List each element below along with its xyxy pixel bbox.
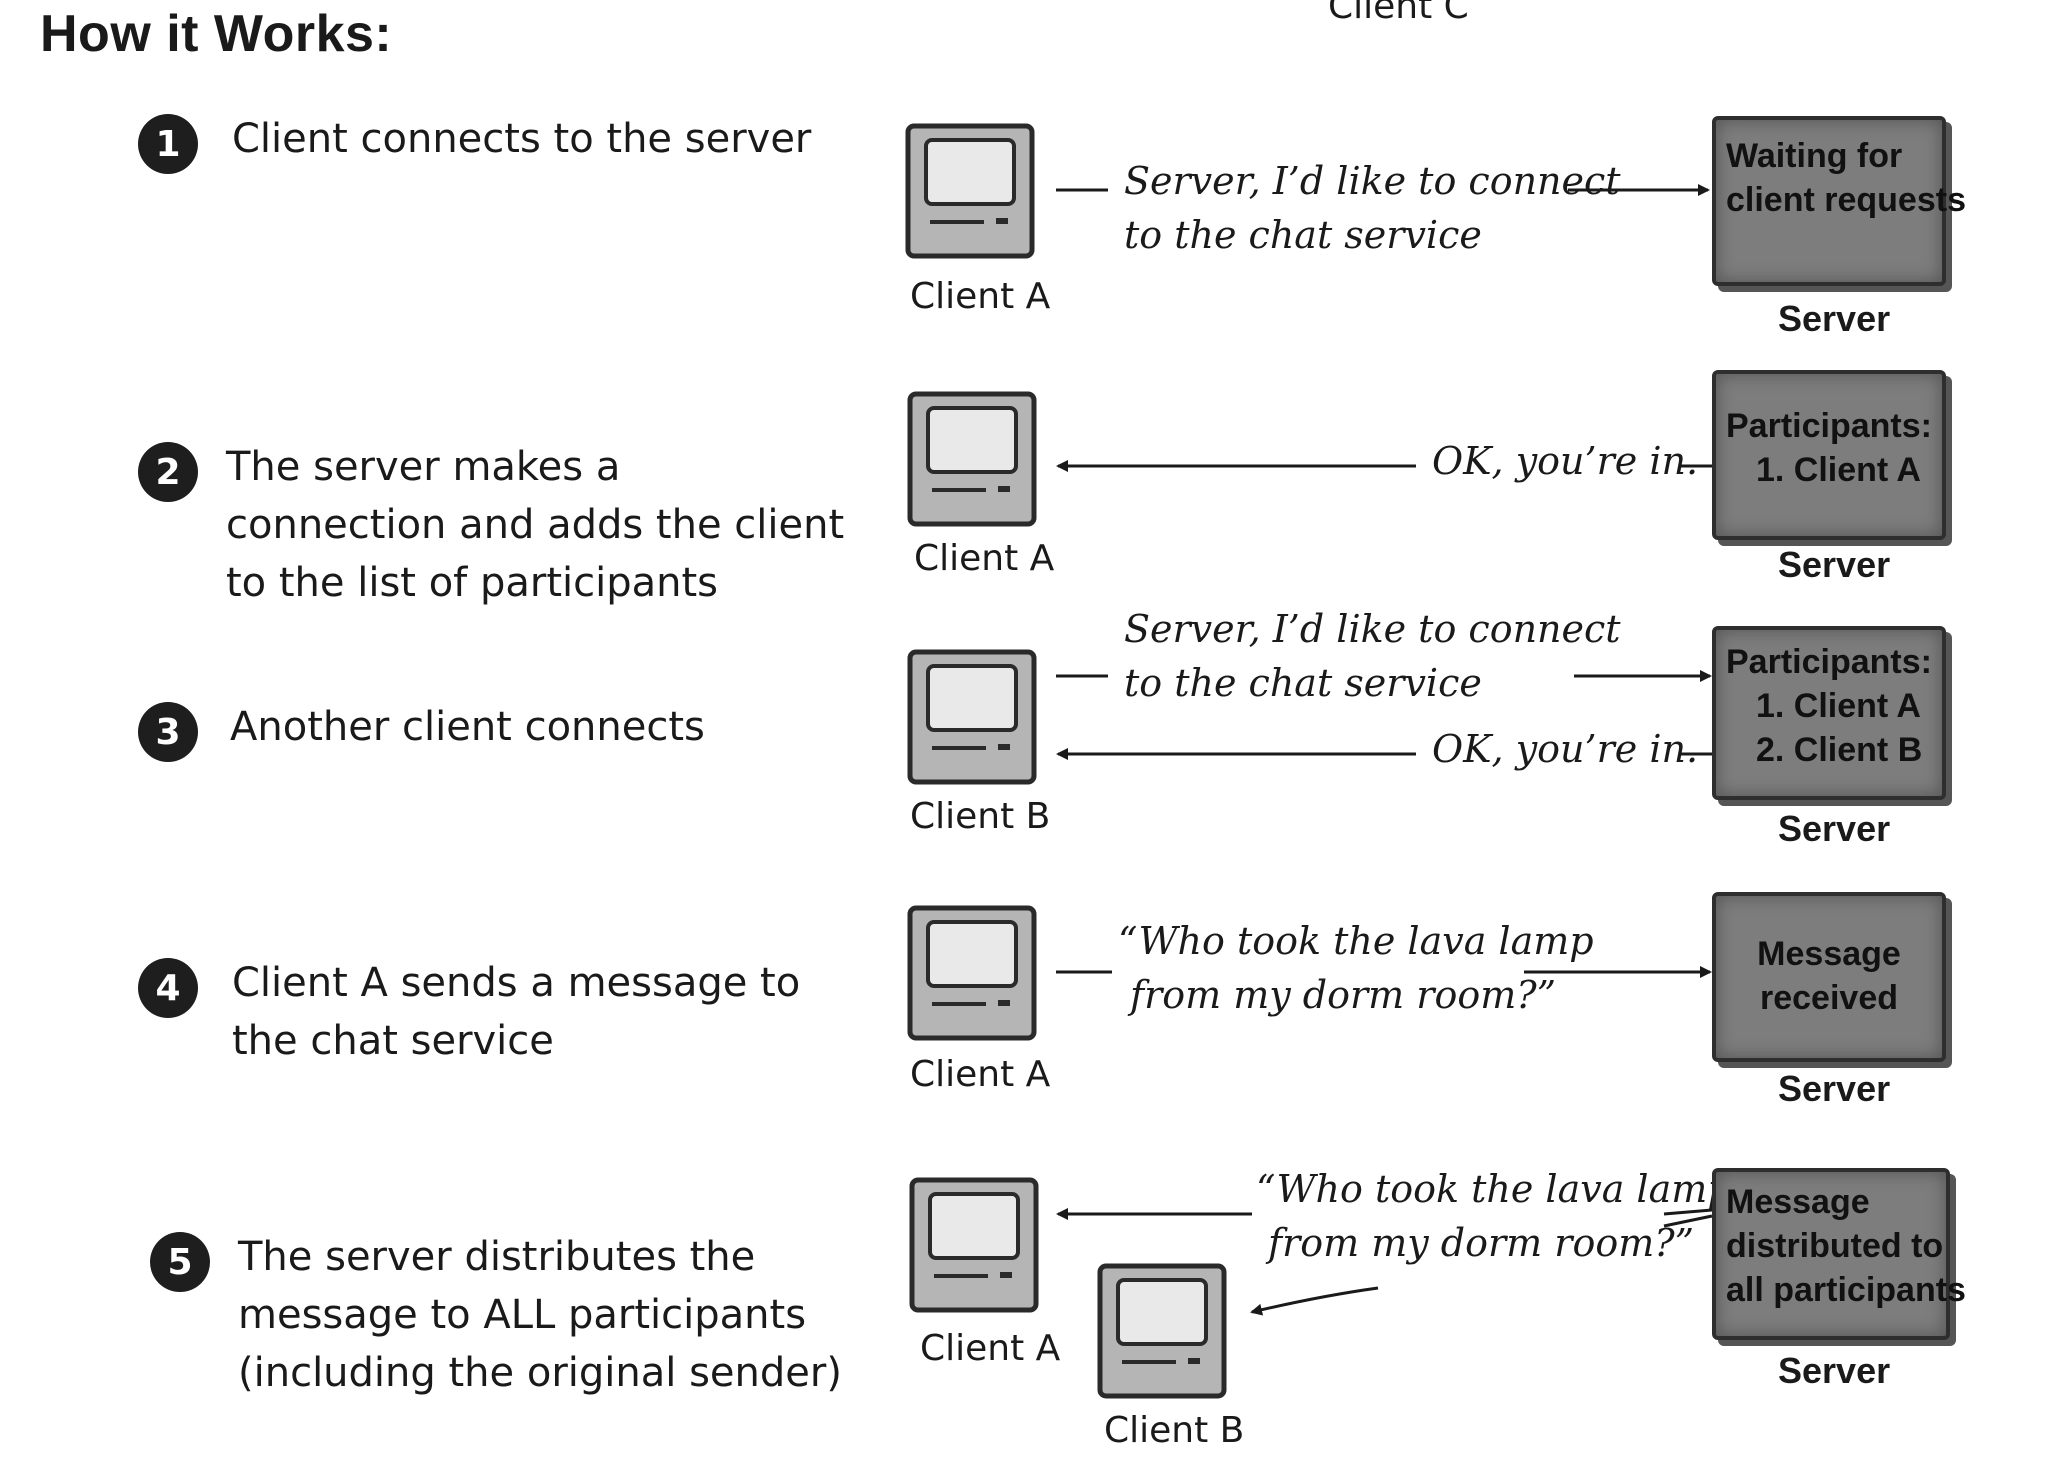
server-box: Participants: 1. Client A xyxy=(1712,370,1946,540)
cut-off-client-c-label: Client C xyxy=(1328,0,1469,27)
computer-monitor-icon xyxy=(907,649,1037,785)
computer-monitor-icon xyxy=(905,123,1035,259)
server-box: Message distributed to all participants xyxy=(1712,1168,1966,1340)
step-3-number: 3 xyxy=(138,702,198,762)
computer-monitor-icon xyxy=(1097,1263,1227,1399)
step-2-description: The server makes a connection and adds t… xyxy=(226,444,845,606)
client-label: Client A xyxy=(914,538,1055,579)
server-box: Participants: 1. Client A 2. Client B xyxy=(1712,626,1946,800)
server-box: Message received xyxy=(1712,892,1946,1062)
computer-monitor-icon xyxy=(907,905,1037,1041)
step-3-description: Another client connects xyxy=(230,704,705,750)
message-text: “Who took the lava lamp xyxy=(1118,919,1594,963)
message-text: Server, I’d like to connect xyxy=(1124,607,1621,651)
message-text: Server, I’d like to connect xyxy=(1124,159,1621,203)
message-text: to the chat service xyxy=(1124,661,1482,705)
message-text: OK, you’re in. xyxy=(1432,727,1699,771)
message-text: to the chat service xyxy=(1124,213,1482,257)
client-label: Client B xyxy=(1104,1410,1245,1451)
message-text: OK, you’re in. xyxy=(1432,439,1699,483)
page-title: How it Works: xyxy=(40,5,393,63)
message-text: “Who took the lava lamp xyxy=(1256,1167,1732,1211)
step-1-number: 1 xyxy=(138,114,198,174)
computer-monitor-icon xyxy=(907,391,1037,527)
client-label: Client B xyxy=(910,796,1051,837)
server-box: Waiting for client requests xyxy=(1712,116,1966,286)
computer-monitor-icon xyxy=(909,1177,1039,1313)
step-text-line: Client connects to the server xyxy=(232,116,812,162)
server-label: Server xyxy=(1778,1350,1891,1391)
server-label: Server xyxy=(1778,808,1891,849)
step-5-description: The server distributes the message to AL… xyxy=(238,1234,842,1396)
message-text: from my dorm room?” xyxy=(1268,1221,1695,1265)
server-label: Server xyxy=(1778,1068,1891,1109)
message-text: from my dorm room?” xyxy=(1130,973,1557,1017)
client-label: Client A xyxy=(920,1328,1061,1369)
step-1-description: Client connects to the server xyxy=(232,110,811,168)
client-label: Client A xyxy=(910,1054,1051,1095)
server-label: Server xyxy=(1778,544,1891,585)
step-4-description: Client A sends a message to the chat ser… xyxy=(232,960,801,1064)
step-2-number: 2 xyxy=(138,442,198,502)
step-4-number: 4 xyxy=(138,958,198,1018)
server-label: Server xyxy=(1778,298,1891,339)
arrow-left-icon xyxy=(1250,1286,1379,1316)
client-label: Client A xyxy=(910,276,1051,317)
step-5-number: 5 xyxy=(150,1232,210,1292)
